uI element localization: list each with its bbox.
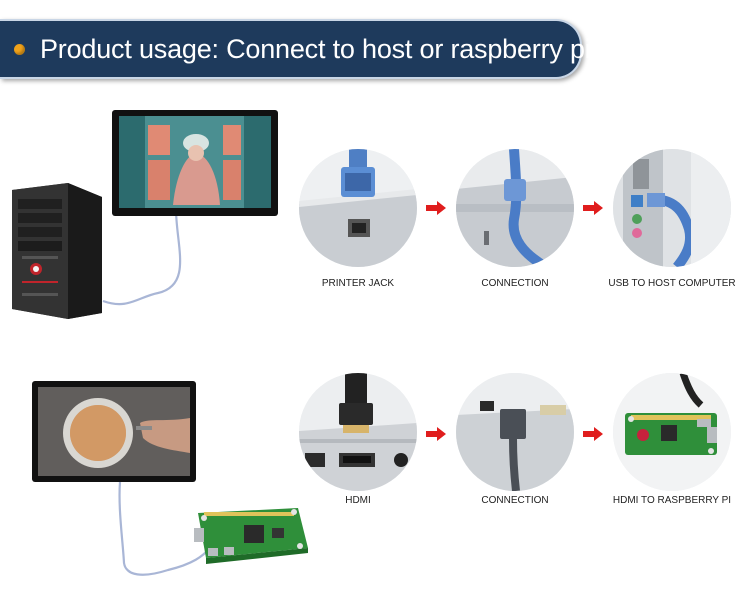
bullet-icon: [14, 44, 25, 55]
arrow-icon: [426, 201, 446, 215]
step-caption: PRINTER JACK: [321, 278, 395, 289]
banner-title: Product usage: Connect to host or raspbe…: [40, 34, 591, 64]
usb-cable: [102, 208, 182, 306]
arrow-icon: [426, 427, 446, 441]
step-caption: USB TO HOST COMPUTER: [608, 278, 736, 289]
pc-tower: [12, 183, 102, 319]
raspberry-pi-board: [194, 508, 308, 564]
monitor-pc-illustration: [12, 110, 278, 319]
title-banner: Product usage: Connect to host or raspbe…: [0, 19, 591, 79]
step-caption: CONNECTION: [481, 278, 549, 289]
step-caption: HDMI: [345, 495, 371, 506]
usb-connection-photo: [456, 149, 574, 267]
hdmi-cable: [118, 481, 211, 576]
step-caption: HDMI TO RASPBERRY PI: [612, 495, 732, 506]
step-caption: CONNECTION: [481, 495, 549, 506]
raspberry-pi-photo: [613, 373, 731, 491]
host-computer-photo: [613, 149, 731, 267]
printer-jack-photo: [299, 149, 417, 267]
arrow-icon: [583, 201, 603, 215]
arrow-icon: [583, 427, 603, 441]
monitor-raspberry-pi-illustration: [32, 381, 308, 576]
hdmi-connection-photo: [456, 373, 574, 491]
hdmi-port-photo: [299, 373, 417, 491]
